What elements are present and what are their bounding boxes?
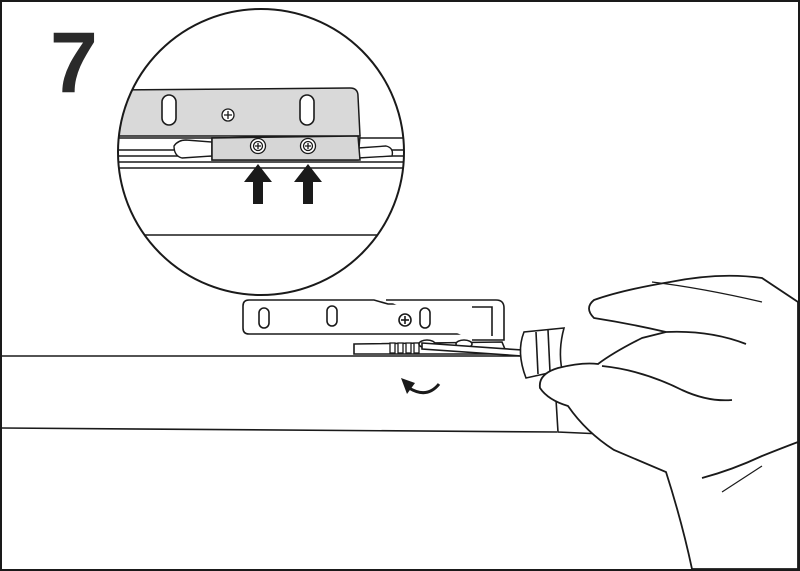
screw-icon xyxy=(398,313,412,327)
slot xyxy=(326,305,338,327)
rotate-arrow-icon xyxy=(401,378,441,395)
hinge-main xyxy=(242,299,509,355)
up-arrow-icon xyxy=(244,164,272,204)
hinge-arm xyxy=(386,299,505,341)
slot xyxy=(161,94,177,126)
up-arrow-icon xyxy=(294,164,322,204)
hand-icon xyxy=(538,274,798,569)
magnified-detail xyxy=(117,8,405,296)
screw-icon xyxy=(249,137,267,155)
slot xyxy=(258,307,270,329)
screw-icon xyxy=(299,137,317,155)
base-teeth xyxy=(389,342,420,354)
slot xyxy=(299,94,315,126)
cabinet-panel xyxy=(2,355,603,435)
screw-icon xyxy=(221,108,235,122)
step-number: 7 xyxy=(50,15,98,111)
slot xyxy=(419,307,431,329)
